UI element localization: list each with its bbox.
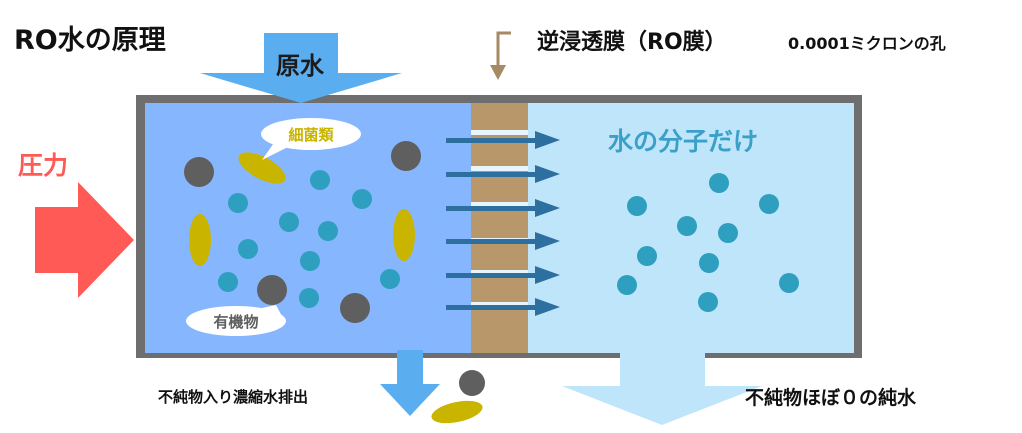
permeation-arrow	[446, 266, 560, 284]
pressure-label: 圧力	[18, 151, 69, 180]
pure-water-arrow	[562, 353, 762, 425]
concentrate-label: 不純物入り濃縮水排出	[158, 388, 309, 406]
bacteria-bubble: 細菌類	[261, 118, 361, 160]
permeation-arrows	[446, 131, 560, 316]
feed-water-molecules	[218, 170, 400, 308]
membrane-label: 逆浸透膜（RO膜）	[537, 30, 727, 55]
membrane-pointer-icon	[490, 31, 511, 80]
pure-water-label: 不純物ほぼ０の純水	[745, 387, 917, 409]
permeation-arrow	[446, 232, 560, 250]
rejected-bacteria	[431, 400, 483, 424]
page-title: RO水の原理	[14, 25, 166, 56]
raw-water-label: 原水	[276, 52, 324, 80]
organic-particles	[184, 141, 421, 323]
bacteria-particles	[189, 152, 415, 266]
permeation-arrow	[446, 199, 560, 217]
organic-label: 有機物	[213, 313, 258, 331]
raw-water-arrow	[200, 33, 402, 103]
water-molecules-label: 水の分子だけ	[608, 127, 759, 156]
pore-size-label: 0.0001ミクロンの孔	[788, 34, 946, 53]
organic-bubble: 有機物	[186, 305, 286, 336]
permeation-arrow	[446, 131, 560, 149]
permeate-water-molecules	[617, 173, 799, 312]
bacteria-label: 細菌類	[288, 126, 334, 144]
membrane-layer	[471, 103, 528, 353]
permeation-arrow	[446, 298, 560, 316]
rejected-organic	[459, 370, 485, 396]
permeation-arrow	[446, 165, 560, 183]
pressure-arrow	[35, 182, 134, 298]
concentrate-arrow	[380, 350, 440, 416]
